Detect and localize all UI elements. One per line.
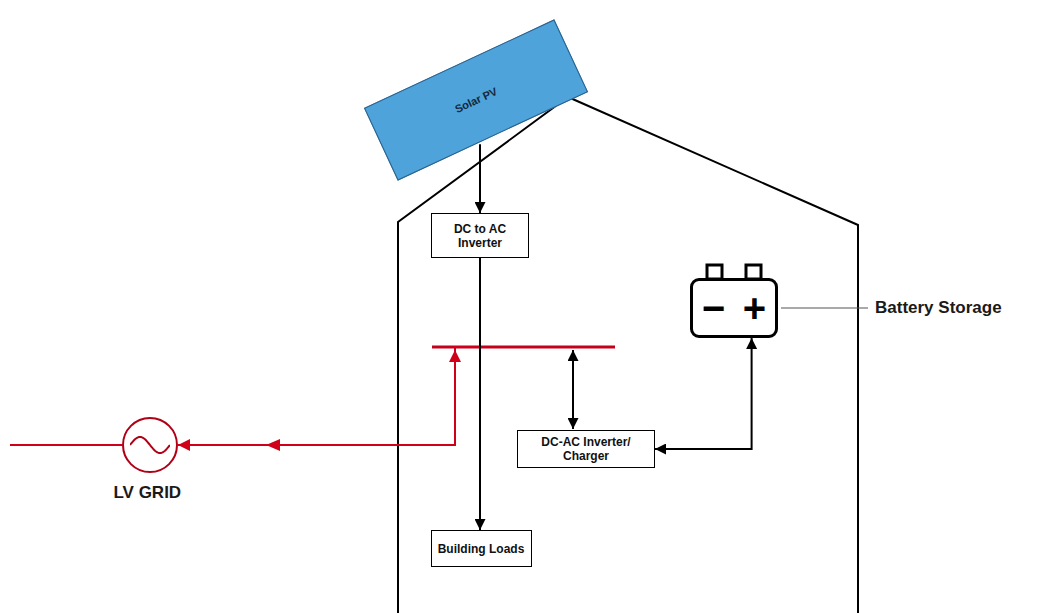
- bus-charger-arrow: [572, 350, 574, 429]
- grid-source: LV GRID: [122, 417, 178, 473]
- battery-terminal: [746, 265, 761, 279]
- house-outline: [398, 97, 858, 613]
- sine-symbol: [130, 433, 170, 457]
- node-text: DC to AC Inverter: [438, 222, 522, 250]
- battery-symbol: −+: [690, 278, 778, 338]
- node-text: +: [743, 288, 766, 328]
- solar-panel: Solar PV: [364, 19, 588, 180]
- part-label: Battery Storage: [875, 298, 1002, 318]
- leader-line: [781, 307, 868, 308]
- connector-arrow: [479, 258, 481, 530]
- grid-line: [10, 444, 122, 446]
- connector-arrow: [178, 258, 480, 445]
- node-text: Building Loads: [438, 542, 525, 556]
- load-box: Building Loads: [431, 530, 532, 567]
- node-text: LV GRID: [113, 483, 181, 503]
- process-box: DC to AC Inverter: [431, 213, 529, 258]
- connector-arrow: [655, 338, 752, 449]
- connector-arrow: [479, 144, 481, 213]
- node-text: −: [702, 288, 725, 328]
- process-box: DC-AC Inverter/ Charger: [517, 430, 655, 468]
- sine-wave: [130, 437, 170, 453]
- node-text: DC-AC Inverter/ Charger: [536, 435, 636, 463]
- battery-terminal: [707, 265, 722, 279]
- node-text: Solar PV: [453, 85, 499, 115]
